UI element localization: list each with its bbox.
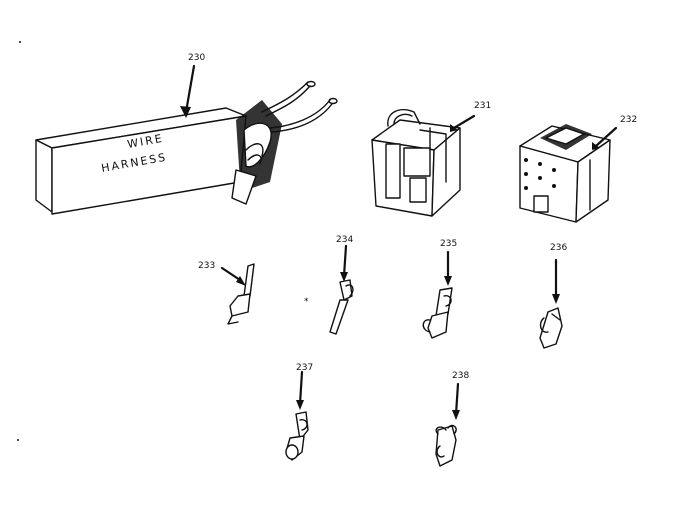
ref-230: 230 (188, 53, 205, 63)
asterisk-mark: * (304, 297, 309, 307)
wire-harness-part: WIRE HARNESS 230 (35, 53, 338, 215)
harness-label-line1: WIRE (126, 132, 164, 151)
ref-237: 237 (296, 363, 313, 373)
terminal-238: 238 (435, 371, 469, 467)
ref-235: 235 (440, 239, 457, 249)
ref-231: 231 (474, 101, 491, 111)
connector-housing-231: 231 (371, 101, 491, 217)
ref-238: 238 (452, 371, 469, 381)
scan-speck (19, 41, 21, 43)
ref-234: 234 (336, 235, 353, 245)
terminal-237: 237 (285, 363, 313, 461)
terminal-235: 235 (422, 239, 457, 339)
ref-236: 236 (550, 243, 567, 253)
connector-housing-232: 232 (519, 115, 637, 223)
ref-232: 232 (620, 115, 637, 125)
ref-233: 233 (198, 261, 215, 271)
terminal-234: 234 (329, 235, 354, 335)
terminal-233: 233 (198, 261, 255, 325)
scan-speck (17, 439, 19, 441)
terminal-236: 236 (539, 243, 567, 349)
